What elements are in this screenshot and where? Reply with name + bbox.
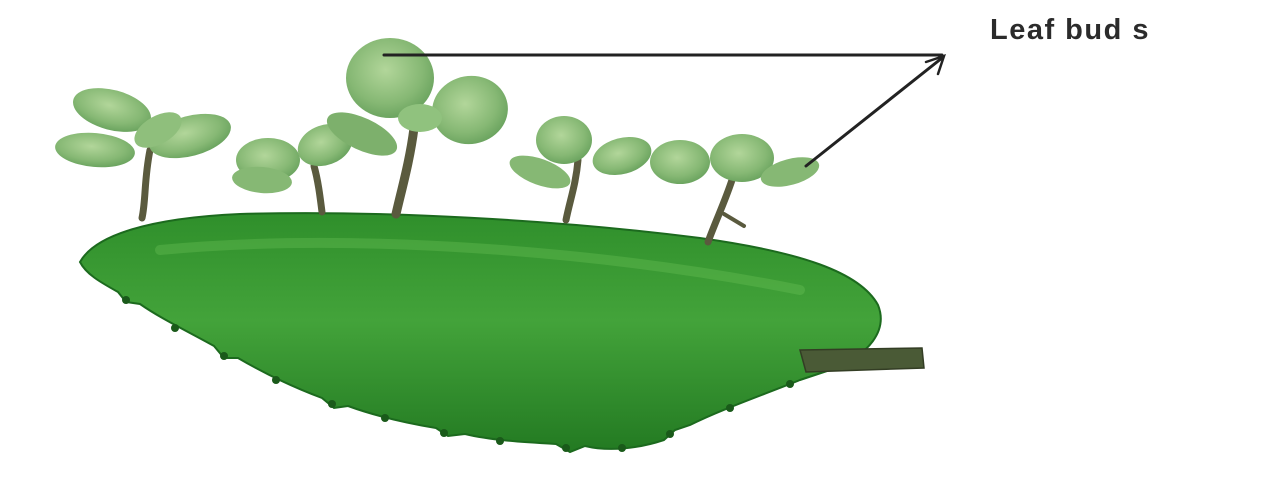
main-leaf xyxy=(80,213,924,452)
plantlet-5 xyxy=(650,134,822,242)
leaf-petiole xyxy=(800,348,924,372)
plantlet-3 xyxy=(321,38,514,214)
plantlet-1 xyxy=(54,80,236,218)
plantlet-4 xyxy=(505,116,655,220)
leaf-buds-label: Leaf bud s xyxy=(990,14,1150,47)
pointer-line-diagonal xyxy=(806,58,942,166)
